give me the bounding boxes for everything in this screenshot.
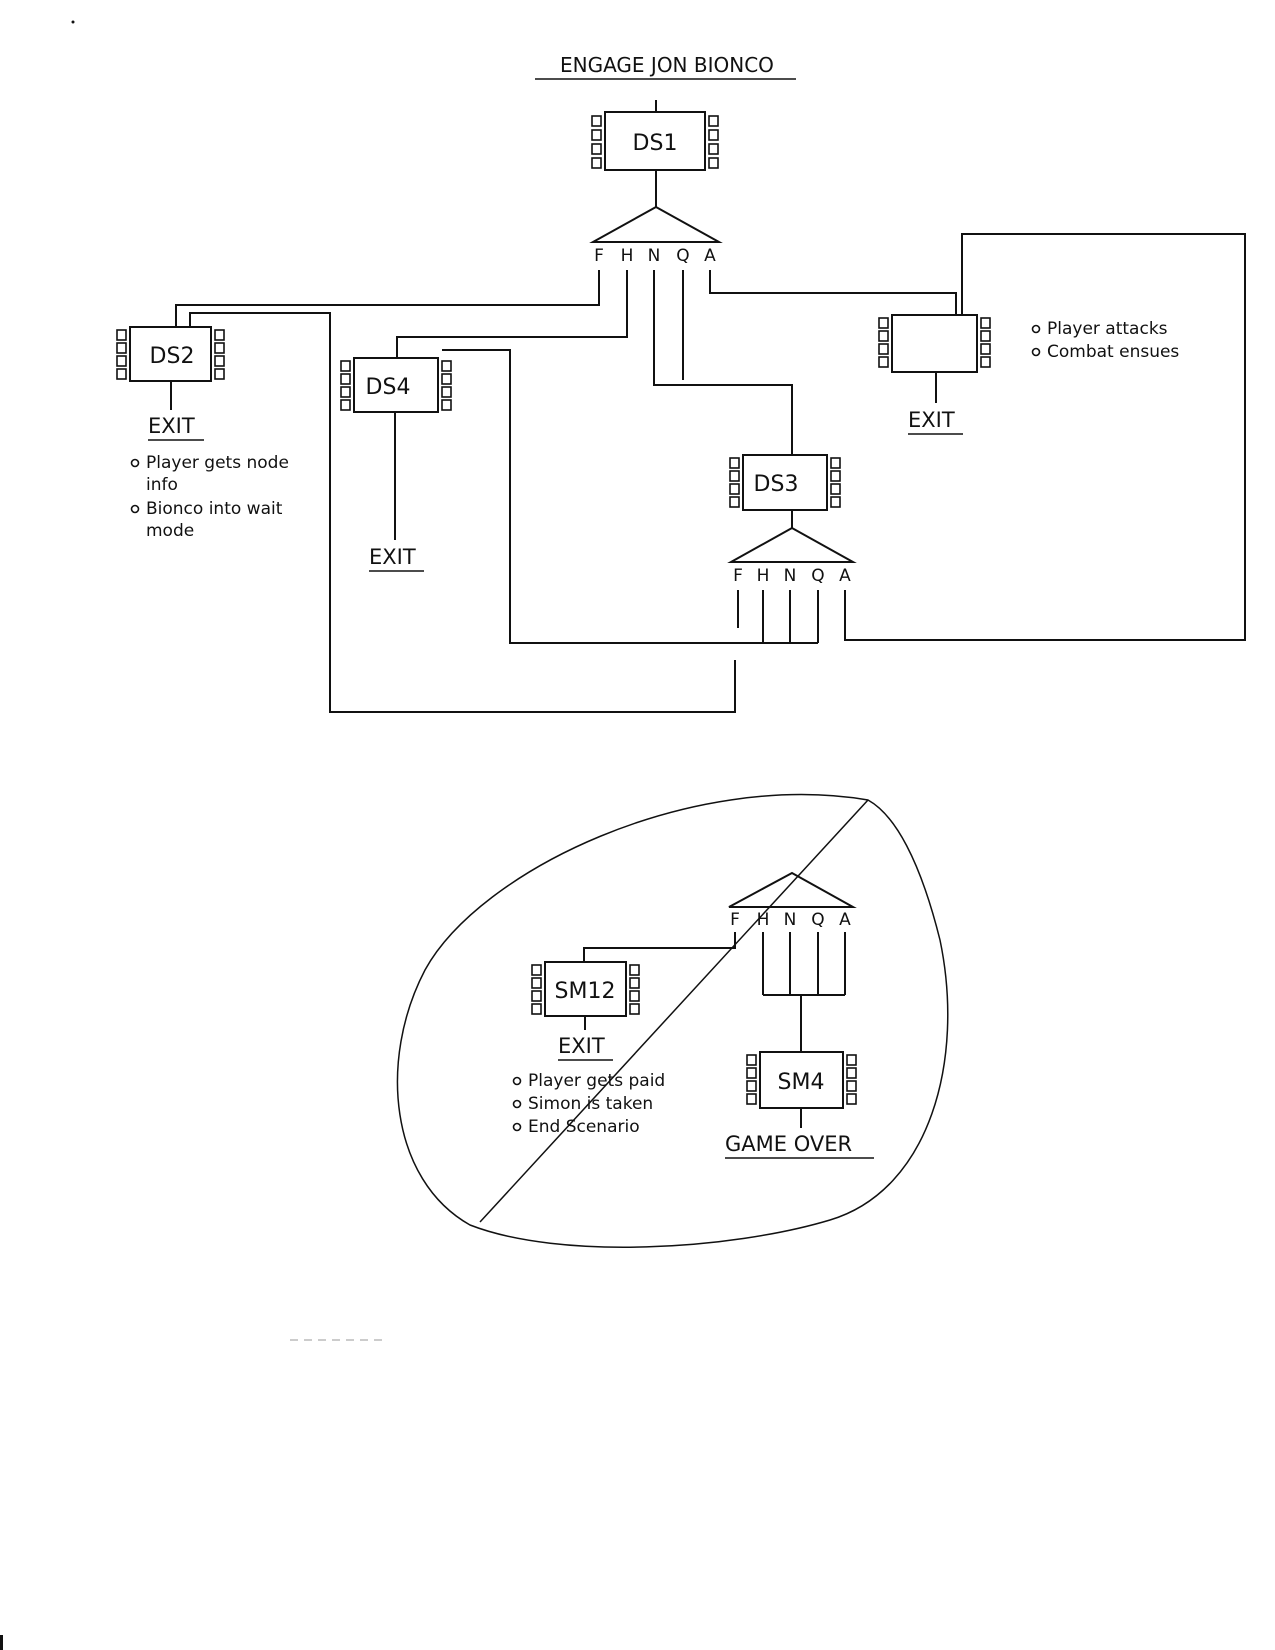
attack-notes: Player attacks Combat ensues: [1031, 319, 1179, 362]
choice-q-2: Q: [811, 566, 824, 586]
choice-h-3: H: [757, 910, 770, 930]
attack-note-2: Combat ensues: [1047, 342, 1179, 362]
film-strip-left-icon: [878, 317, 889, 368]
choice-q-3: Q: [811, 910, 824, 930]
sm12-exit-label: EXIT: [558, 1034, 605, 1058]
bullet-icon: [512, 1099, 522, 1109]
sm12-note-3: End Scenario: [528, 1117, 640, 1137]
connector-n-ds3: [653, 270, 793, 455]
ds2-notes: Player gets node info Bionco into wait m…: [130, 453, 289, 541]
film-strip-left-icon: [591, 115, 602, 169]
attack-note-1: Player attacks: [1047, 319, 1168, 339]
choice-a-2: A: [839, 566, 851, 586]
sm12-note-1: Player gets paid: [528, 1071, 665, 1091]
node-ds2-label: DS2: [150, 344, 195, 369]
connector-a-attack: [709, 270, 957, 315]
ds2-exit-label: EXIT: [148, 414, 195, 438]
scan-edge-mark: [0, 1635, 3, 1650]
choice-f-1: F: [594, 246, 604, 266]
choice-a-3: A: [839, 910, 851, 930]
ds2-note-4: mode: [146, 521, 194, 541]
node-ds4-label: DS4: [366, 375, 411, 400]
film-strip-left-icon: [340, 360, 351, 411]
choice-letters-3: F H N Q A: [730, 910, 851, 930]
node-ds1-label: DS1: [633, 131, 678, 156]
choice-triangle-3: [728, 871, 857, 908]
node-sm4-label: SM4: [778, 1070, 825, 1095]
sm12-note-2: Simon is taken: [528, 1094, 653, 1114]
film-strip-right-icon: [629, 964, 640, 1015]
bullet-icon: [130, 458, 140, 468]
choice-letters-2: F H N Q A: [733, 566, 851, 586]
choice-h-1: H: [621, 246, 634, 266]
bullet-icon: [512, 1076, 522, 1086]
connector-a2-attack: [844, 233, 1246, 641]
bullet-icon: [1031, 324, 1041, 334]
bullet-icon: [512, 1122, 522, 1132]
node-ds3-label: DS3: [754, 472, 799, 497]
film-strip-left-icon: [729, 457, 740, 508]
choice-h-2: H: [757, 566, 770, 586]
attack-exit-label: EXIT: [908, 408, 955, 432]
connector-h2-ds4: [442, 349, 764, 644]
crossed-out-section: F H N Q A SM12 EXIT: [396, 793, 949, 1248]
film-strip-right-icon: [846, 1054, 857, 1105]
connector-f3-sm12: [583, 932, 736, 962]
choice-n-2: N: [784, 566, 797, 586]
ds2-note-2: info: [146, 475, 178, 495]
choice-triangle-1: [589, 205, 723, 243]
film-strip-right-icon: [214, 329, 225, 380]
film-strip-right-icon: [980, 317, 991, 368]
connector-f2-ds2: [189, 312, 736, 713]
choice-q-1: Q: [676, 246, 689, 266]
node-ds1: DS1: [591, 111, 719, 171]
bullet-icon: [130, 504, 140, 514]
choice-triangle-2: [727, 526, 857, 563]
film-strip-right-icon: [708, 115, 719, 169]
bullet-icon: [1031, 347, 1041, 357]
node-ds1-box: [604, 111, 706, 171]
strikeout-loop: [396, 793, 949, 1248]
choice-f-2: F: [733, 566, 743, 586]
node-sm4-box: [759, 1051, 844, 1109]
node-ds3: DS3: [729, 454, 841, 511]
node-ds3-box: [742, 454, 828, 511]
node-ds4-box: [353, 357, 439, 413]
sm12-notes: Player gets paid Simon is taken End Scen…: [512, 1071, 665, 1137]
node-sm12-label: SM12: [555, 979, 616, 1004]
diagram-title: ENGAGE JON BIONCO: [560, 53, 774, 77]
film-strip-left-icon: [746, 1054, 757, 1105]
node-sm12: SM12: [531, 961, 640, 1017]
film-strip-right-icon: [441, 360, 452, 411]
strikeout-slash: [479, 799, 869, 1223]
connector-f-ds2: [175, 270, 600, 327]
sm4-game-over-label: GAME OVER: [725, 1132, 852, 1156]
choice-f-3: F: [730, 910, 740, 930]
film-strip-left-icon: [531, 964, 542, 1015]
ds2-note-3: Bionco into wait: [146, 499, 283, 519]
choice-letters-1: F H N Q A: [594, 246, 716, 266]
film-strip-left-icon: [116, 329, 127, 380]
scan-speck: [71, 20, 75, 24]
node-sm4: SM4: [746, 1051, 857, 1109]
choice-n-1: N: [648, 246, 661, 266]
ds2-note-1: Player gets node: [146, 453, 289, 473]
choice-a-1: A: [704, 246, 716, 266]
node-attack: [878, 314, 991, 373]
choice-n-3: N: [784, 910, 797, 930]
ds4-exit-label: EXIT: [369, 545, 416, 569]
node-attack-box: [891, 314, 978, 373]
node-ds4: DS4: [340, 357, 452, 413]
node-ds2: DS2: [116, 326, 225, 382]
film-strip-right-icon: [830, 457, 841, 508]
connector-h-ds4: [396, 270, 628, 358]
